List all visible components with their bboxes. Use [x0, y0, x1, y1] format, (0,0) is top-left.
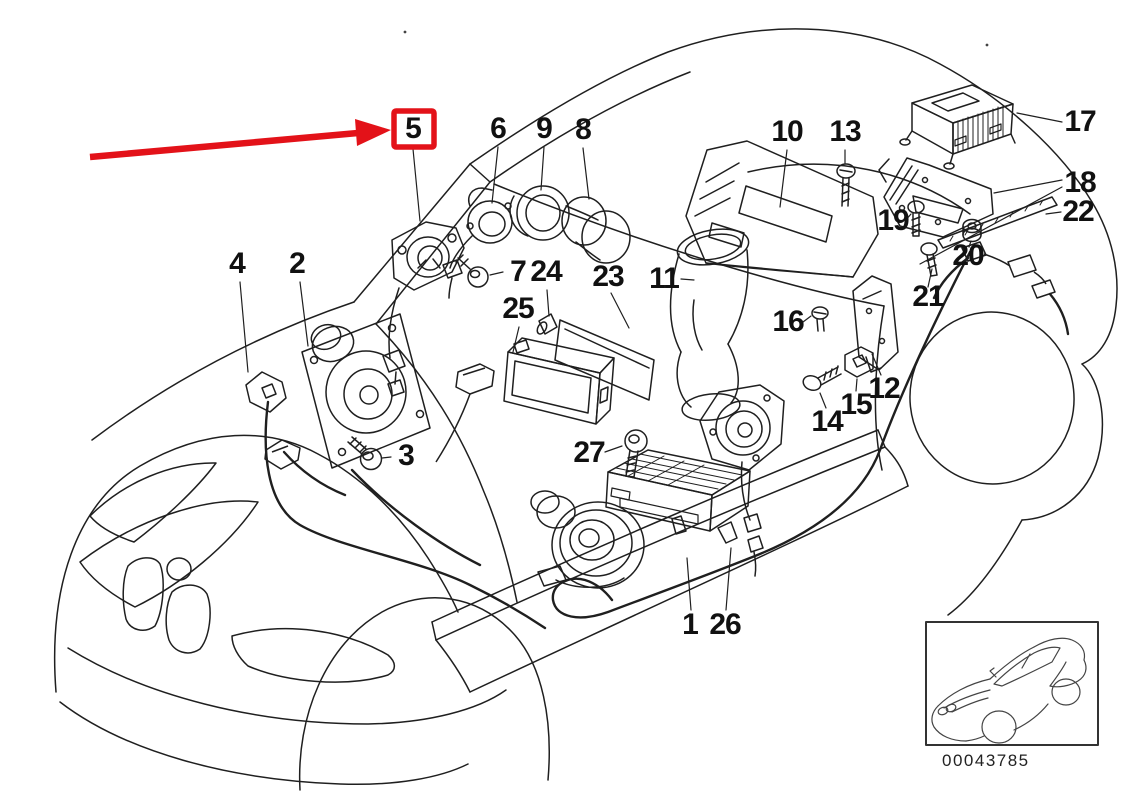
harness-connectors — [264, 241, 1056, 587]
part-21-screw-drawing — [920, 242, 938, 277]
part-25-radio-opening-frame-drawing — [503, 337, 615, 425]
part-label-13: 13 — [829, 115, 861, 148]
part-label-6: 6 — [490, 112, 507, 145]
part-label-14: 14 — [811, 405, 843, 438]
inset-diagram-code: 00043785 — [942, 751, 1030, 770]
annotation-arrow-head — [355, 119, 391, 146]
part-label-12: 12 — [868, 372, 900, 405]
part-label-3: 3 — [398, 439, 415, 472]
part-label-4: 4 — [229, 247, 246, 280]
part-label-11: 11 — [649, 262, 680, 295]
woofer-speaker-drawing — [530, 490, 645, 589]
part-27-screw-drawing — [624, 429, 648, 478]
part-18-mounting-bracket-drawing — [878, 157, 994, 238]
part-24-pin-drawing — [536, 313, 558, 335]
part-13-screw-drawing — [836, 163, 856, 207]
part-11-air-duct-drawing — [669, 228, 750, 422]
part-label-5-highlighted: 5 — [405, 112, 422, 145]
leader-lines — [239, 112, 1063, 611]
part-label-1: 1 — [682, 608, 699, 641]
part-label-27: 27 — [573, 436, 605, 469]
part-label-20: 20 — [952, 239, 984, 272]
part-14-screw-drawing — [802, 365, 842, 392]
part-10-defroster-panel-drawing — [685, 140, 879, 278]
part-label-22: 22 — [1062, 195, 1094, 228]
part-label-25: 25 — [502, 292, 534, 325]
part-label-16: 16 — [772, 305, 804, 338]
part-7-screw-drawing — [455, 254, 489, 288]
part-label-9: 9 — [536, 112, 553, 145]
part-9-trim-ring-drawing — [509, 185, 570, 241]
highlight-annotation — [89, 108, 437, 161]
part-19-screw-drawing — [907, 200, 925, 237]
part-label-2: 2 — [289, 247, 306, 280]
part-label-18: 18 — [1064, 166, 1096, 199]
part-12-bracket-drawing — [852, 275, 899, 373]
part-label-8: 8 — [575, 113, 592, 146]
part-label-23: 23 — [592, 260, 624, 293]
part-3-screw-drawing — [347, 436, 383, 471]
annotation-arrow-shaft — [89, 129, 359, 161]
part-label-26: 26 — [709, 608, 741, 641]
part-17-amplifier-drawing — [899, 84, 1016, 170]
part-23-trim-panel-drawing — [554, 319, 655, 401]
part-label-7: 7 — [510, 255, 527, 288]
part-label-10: 10 — [771, 115, 803, 148]
part-1-26-amplifier-unit-drawing — [605, 449, 751, 544]
part-4-clip-drawing — [245, 371, 287, 413]
inset-car-outline — [931, 637, 1087, 744]
inset-frame — [925, 621, 1099, 746]
wiring-harness — [264, 250, 1070, 630]
part-15-clip-block-drawing — [844, 346, 874, 378]
part-label-15: 15 — [840, 388, 872, 421]
part-label-19: 19 — [877, 204, 909, 237]
highlight-box — [391, 108, 437, 150]
part-label-17: 17 — [1064, 105, 1096, 138]
parts-drawings — [245, 84, 1058, 589]
inset-thumbnail — [925, 621, 1099, 746]
part-8-speaker-pod-drawing — [561, 196, 631, 264]
part-5-tweeter-drawing — [382, 221, 465, 397]
part-2-front-speaker-drawing — [301, 313, 431, 469]
part-6-midrange-speaker-drawing — [442, 187, 513, 299]
part-label-24: 24 — [530, 255, 562, 288]
door-speaker-drawing — [699, 384, 785, 577]
part-16-screw-drawing — [811, 306, 829, 332]
part-label-21: 21 — [912, 280, 944, 313]
